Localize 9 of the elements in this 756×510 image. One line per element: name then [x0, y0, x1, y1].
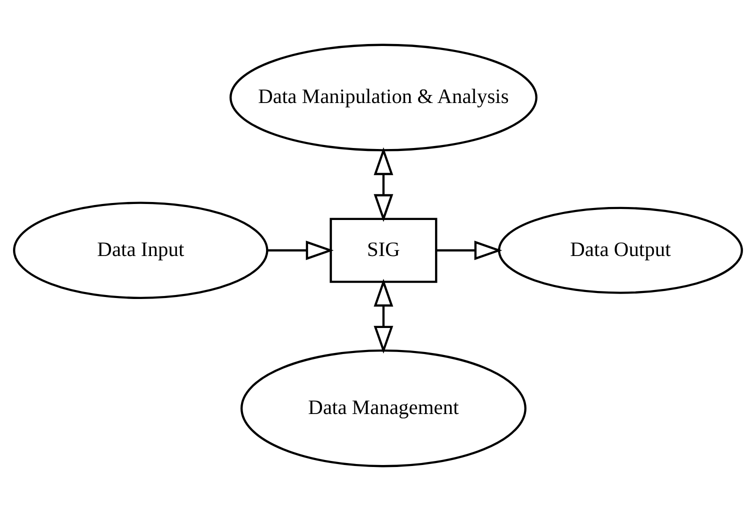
node-ellipse: Data Input — [13, 201, 268, 299]
node-ellipse: Data Manipulation & Analysis — [230, 43, 538, 151]
node-box: SIG — [330, 217, 438, 282]
arrow — [436, 240, 502, 260]
node-ellipse: Data Management — [240, 348, 526, 467]
arrow — [267, 240, 334, 260]
arrow — [374, 146, 394, 222]
node-ellipse: Data Output — [498, 206, 743, 294]
arrow — [374, 278, 394, 354]
